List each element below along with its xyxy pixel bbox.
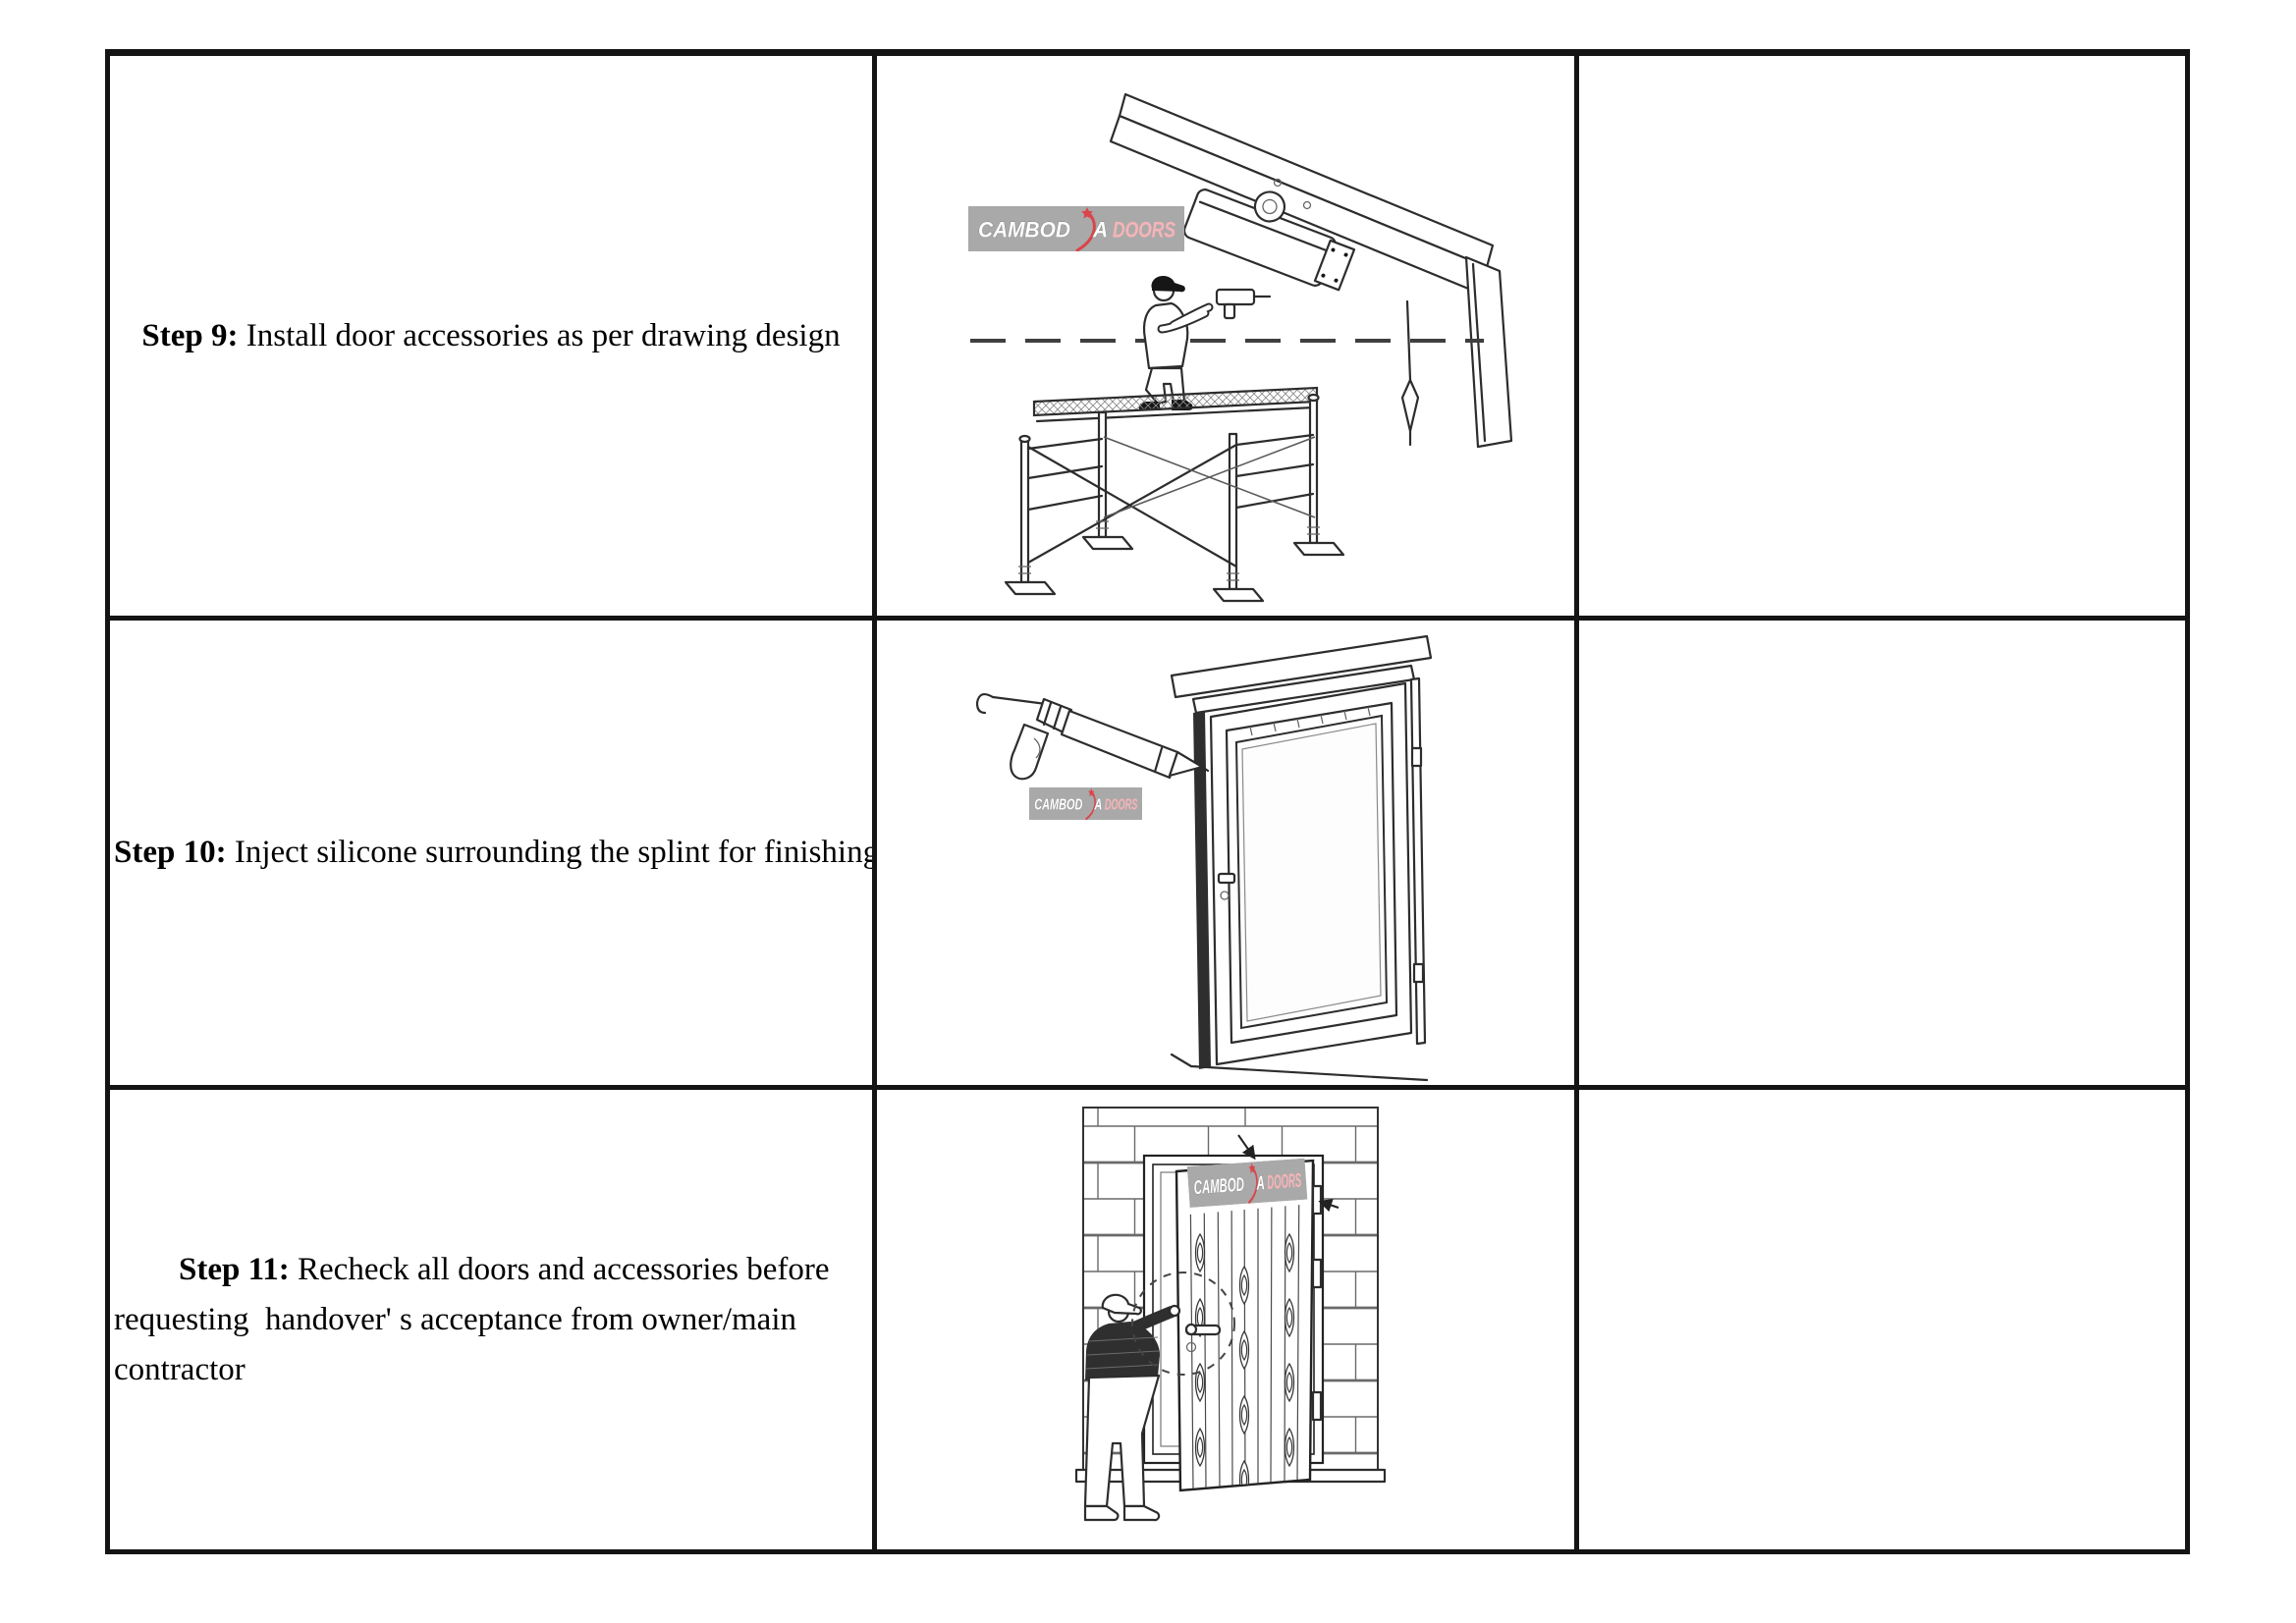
arrow-to-hinge (1318, 1198, 1339, 1213)
illustration-caulking-gun-on-door-frame (975, 634, 1433, 1082)
step-9-description: Install door accessories as per drawing … (238, 317, 841, 353)
step-10-text-cell: Step 10: Inject silicone surrounding the… (110, 621, 877, 1090)
caulking-gun-icon (975, 693, 1210, 781)
brand-banner-on-door (1186, 1158, 1308, 1208)
handle-highlight-circle (1131, 1271, 1235, 1376)
worker-cap-icon (1151, 275, 1185, 293)
shoe (1083, 1504, 1120, 1522)
door-frame (1170, 634, 1433, 1069)
hinge (1311, 1184, 1323, 1216)
step-11-text-cell: Step 11: Recheck all doors and accessori… (110, 1090, 877, 1549)
step-9-text: Step 9: Install door accessories as per … (141, 311, 840, 361)
door-closer-device (1182, 189, 1356, 292)
row-1-empty-cell (1579, 56, 2185, 621)
plumb-bob (1400, 299, 1420, 447)
arrow-to-frame-top (1237, 1134, 1256, 1161)
inspector-worker (1083, 1293, 1181, 1522)
step-11-description: Recheck all doors and accessories before… (114, 1251, 838, 1387)
hinge (1412, 962, 1425, 984)
step-10-label: Step 10: (114, 835, 227, 870)
glass-door-leaf (1209, 681, 1425, 1066)
floor-line (1170, 1053, 1429, 1082)
step-11-illustration-cell (877, 1090, 1579, 1549)
door-handle (1217, 872, 1236, 885)
step-10-text: Step 10: Inject silicone surrounding the… (114, 828, 877, 878)
scaffold (1004, 386, 1345, 603)
brand-banner-small (1029, 787, 1142, 820)
hinge (1410, 746, 1423, 768)
drill-icon (1215, 288, 1272, 320)
brand-banner (968, 206, 1184, 251)
illustration-worker-rechecking-door (1074, 1107, 1387, 1522)
illustration-worker-installing-door-closer (968, 92, 1513, 603)
door-side-jamb (1464, 255, 1513, 449)
step-10-description: Inject silicone surrounding the splint f… (226, 835, 877, 870)
door-jamb-dark-edge (1193, 711, 1211, 1069)
worker-cap-icon (1101, 1293, 1142, 1316)
row-3-empty-cell (1579, 1090, 2185, 1549)
wooden-door-leaf (1175, 1158, 1323, 1492)
row-2-empty-cell (1579, 621, 2185, 1090)
installation-steps-table: Step 9: Install door accessories as per … (105, 49, 2190, 1554)
shoe (1122, 1504, 1161, 1522)
step-9-illustration-cell (877, 56, 1579, 621)
step-9-text-cell: Step 9: Install door accessories as per … (110, 56, 877, 621)
hinge (1311, 1258, 1323, 1289)
door-header-beam (1109, 92, 1495, 295)
hinge (1311, 1390, 1323, 1422)
step-10-illustration-cell (877, 621, 1579, 1090)
step-11-label: Step 11: (179, 1251, 290, 1287)
step-9-label: Step 9: (141, 317, 239, 353)
step-11-text: Step 11: Recheck all doors and accessori… (114, 1195, 856, 1445)
